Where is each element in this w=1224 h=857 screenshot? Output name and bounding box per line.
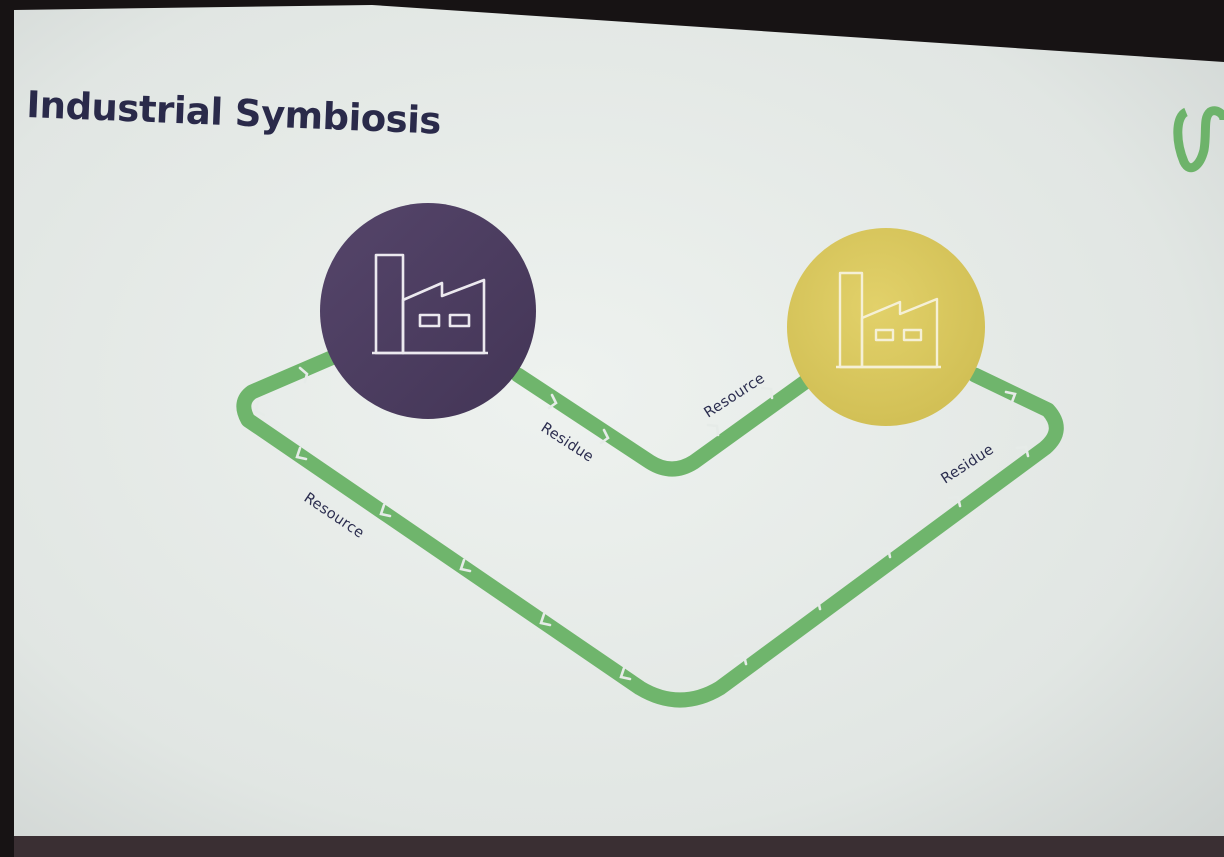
chevron-icon [539, 612, 552, 627]
chevron-icon [1015, 445, 1030, 458]
chevron-icon [619, 666, 632, 681]
chevron-icon [1004, 390, 1017, 404]
chevron-icon [459, 558, 472, 573]
screen-bottom-shadow [14, 836, 1224, 857]
flow-loop [236, 347, 1064, 708]
chevron-icon [295, 446, 308, 461]
factory-icon [836, 271, 941, 369]
chevron-icon [379, 503, 392, 518]
chevron-icon [298, 366, 309, 384]
chevron-icon [706, 423, 720, 437]
inner-flow-path [510, 367, 820, 477]
factory-node-a [320, 203, 536, 419]
chevron-icon [760, 386, 774, 400]
chevron-icon [807, 598, 822, 611]
factory-node-b [787, 228, 985, 426]
chevron-icon [547, 393, 558, 410]
projection-screen [14, 5, 1224, 857]
outer-flow-path [236, 347, 1064, 708]
chevron-icon [599, 428, 610, 445]
chevron-icon [877, 546, 892, 559]
chevron-icon [254, 400, 266, 417]
chevron-icon [947, 495, 962, 508]
chevron-icon [733, 653, 748, 666]
logo-icon [1173, 106, 1224, 173]
factory-icon [372, 253, 488, 355]
